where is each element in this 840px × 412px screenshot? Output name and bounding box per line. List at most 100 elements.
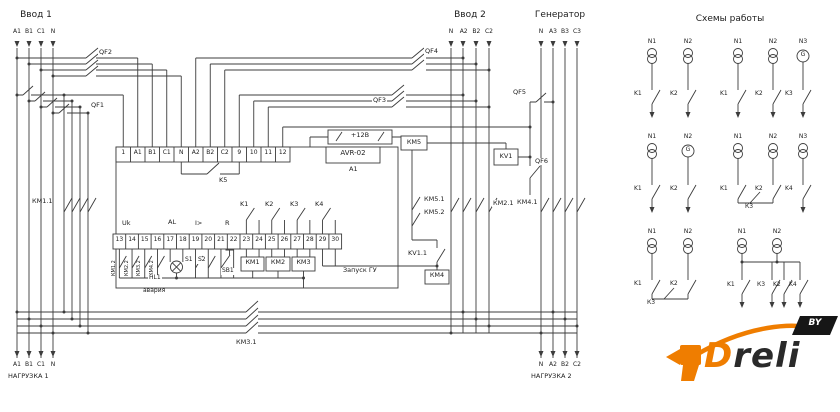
input2-title: Ввод 2 (454, 10, 486, 20)
output-relay-contacts (245, 207, 331, 221)
km5-coil-box (400, 135, 428, 151)
scheme6-switch-k4: K4 (789, 281, 797, 288)
km1-1-label: КМ1.1 (32, 197, 53, 205)
kv1-coil-label: KV1 (499, 152, 513, 160)
relay-k2-label: K2 (265, 200, 274, 208)
avr-model-box (325, 146, 381, 164)
aux-km1-2-label: КМ1.2 (111, 260, 117, 276)
s1-switch-label: S1 (184, 256, 194, 264)
terminal-label-N: N (538, 28, 544, 35)
junction-dots (15, 56, 579, 335)
terminal-label-B1: B1 (25, 361, 33, 368)
terminal-label-A2: A2 (191, 149, 200, 156)
km3-1-label: КМ3.1 (236, 338, 257, 346)
scheme6-source-n1: N1 (737, 228, 747, 235)
km2-coil-box (265, 256, 291, 272)
terminal-label-14: 14 (128, 236, 136, 243)
terminal-label-N: N (448, 28, 454, 35)
terminal-label-N: N (50, 361, 56, 368)
terminal-label-A3: A3 (549, 28, 557, 35)
supply-12v-marks (309, 131, 401, 147)
drill-body (680, 345, 701, 365)
scheme5-source-n1: N1 (647, 228, 657, 235)
kv1-1-label: KV1.1 (407, 249, 429, 258)
terminal-label-12: 12 (278, 149, 287, 156)
terminal-label-18: 18 (179, 236, 187, 243)
input1-title: Ввод 1 (20, 10, 52, 20)
km1-coil-label: КМ1 (245, 258, 260, 266)
qf1-branch (17, 94, 124, 147)
terminal-label-21: 21 (217, 236, 225, 243)
drill-icon (666, 349, 680, 365)
scheme3-switch-k1: K1 (634, 185, 642, 192)
scheme4-switch-k1: K1 (720, 185, 728, 192)
relay-k1-label: K1 (240, 200, 249, 208)
logo-graphics (666, 316, 838, 381)
km1-coil-box (240, 256, 265, 272)
relay-k3-label: K3 (290, 200, 299, 208)
load1-title: НАГРУЗКА 1 (8, 372, 49, 380)
alarm-label: авария (143, 287, 166, 294)
scheme2-source-n3: N3 (798, 38, 808, 45)
k5-relay-label: K5 (219, 176, 228, 184)
scheme2-switch-k2: K2 (755, 90, 763, 97)
scheme5-tie-k3: К3 (646, 299, 657, 307)
km5-1-label: КМ5.1 (423, 195, 446, 204)
terminal-label-B1: B1 (148, 149, 157, 156)
scheme4-switch-k2: K2 (755, 185, 763, 192)
terminal-label-13: 13 (115, 236, 124, 243)
scheme4-source-n3: N3 (798, 133, 808, 140)
km1-1-columns (63, 95, 89, 333)
breaker-qf5-label: QF5 (512, 88, 527, 97)
generator-sense-wires (282, 101, 553, 195)
drill-handle (681, 365, 699, 381)
terminal-label-20: 20 (204, 236, 213, 243)
qf4-branch (195, 57, 489, 147)
hl1-lamp (170, 260, 183, 274)
terminal-label-N: N (179, 149, 184, 156)
km5-kv1-contacts (411, 196, 446, 263)
qf3-branch (238, 94, 489, 147)
km4-1-contacts (540, 197, 586, 213)
scheme4-switch-k4: K4 (785, 185, 793, 192)
terminal-label-A2: A2 (459, 28, 468, 35)
func-uk-label: Uk (122, 219, 131, 227)
top-strip-dividers (130, 147, 276, 162)
scheme6-switch-k1: K1 (727, 281, 735, 288)
terminal-label-C2: C2 (220, 149, 229, 156)
breaker-qf2-label: QF2 (98, 48, 113, 57)
qf5-qf6-contacts (529, 92, 547, 179)
func-overcurrent-label: I> (195, 219, 203, 227)
avr-model-label: AVR-02 (340, 149, 366, 157)
qf2-branch (17, 57, 182, 147)
breaker-qf6-label: QF6 (534, 157, 549, 166)
terminal-label-15: 15 (140, 236, 149, 243)
logo-country-badge: BY (808, 318, 822, 328)
scheme-arrows (649, 112, 806, 308)
terminal-label-N: N (538, 361, 544, 368)
k5-wires (180, 162, 240, 175)
scheme4-tie-k3: К3 (744, 203, 755, 211)
scheme4-source-n2: N2 (768, 133, 778, 140)
load-buses (17, 311, 577, 334)
scheme3-switch-k2: K2 (670, 185, 678, 192)
terminal-label-B2: B2 (206, 149, 215, 156)
terminal-label-C1: C1 (162, 149, 171, 156)
supply-12v-label: +12В (350, 131, 370, 139)
func-r-label: R (225, 219, 230, 227)
qf2-contacts (85, 47, 99, 77)
bottom-strip-dividers (125, 234, 330, 249)
hl1-lamp-cross (171, 262, 182, 272)
terminal-label-C2: C2 (484, 28, 493, 35)
scheme3-gen-letter: G (685, 146, 691, 153)
scheme3-source-n1: N1 (647, 133, 657, 140)
aux-wires (118, 249, 437, 288)
terminal-label-A2: A2 (549, 361, 557, 368)
terminal-label-C2: C2 (572, 361, 581, 368)
breaker-qf1-label: QF1 (90, 101, 105, 110)
scheme2-gen-letter: G (800, 51, 806, 58)
scheme6-source-n2: N2 (772, 228, 782, 235)
terminal-label-9: 9 (237, 149, 242, 156)
scheme4-source-n1: N1 (733, 133, 743, 140)
terminal-label-17: 17 (166, 236, 174, 243)
